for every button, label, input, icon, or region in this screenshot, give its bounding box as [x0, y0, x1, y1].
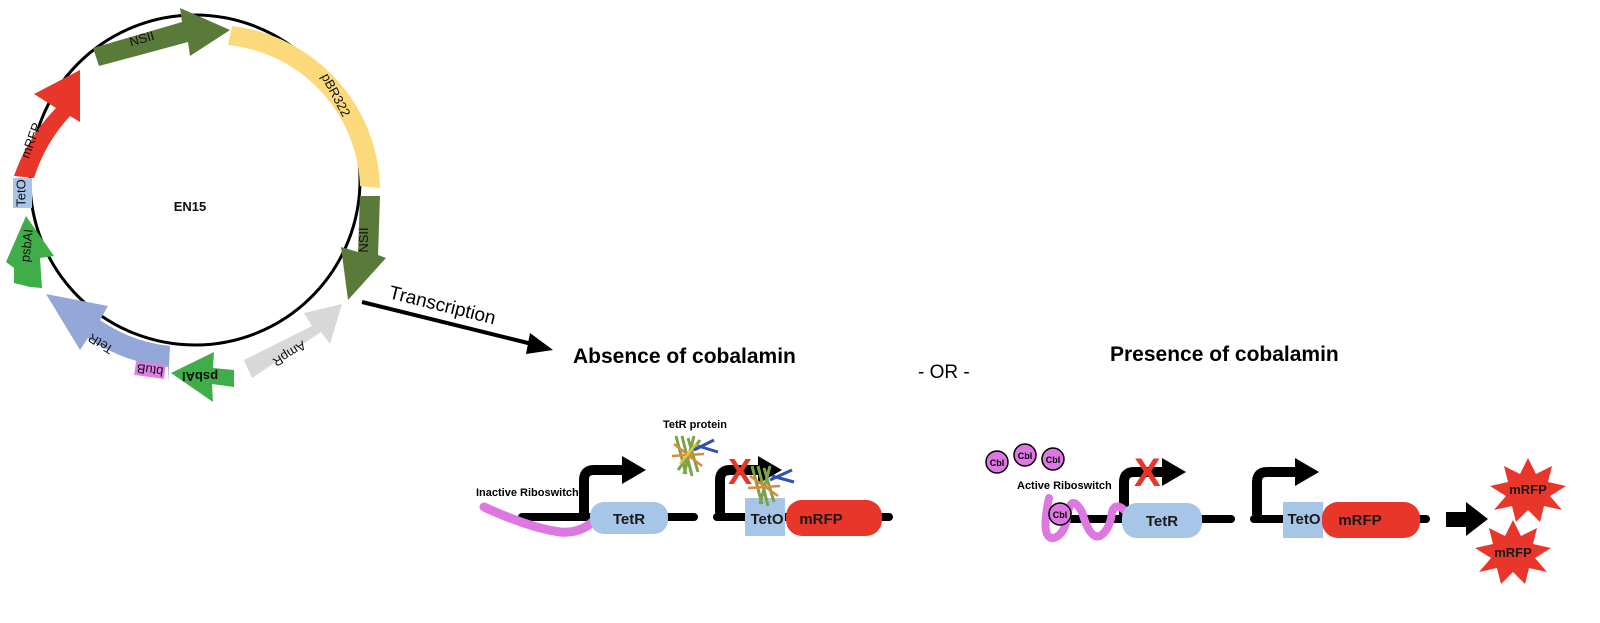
- presence-tetr-label: TetR: [1146, 513, 1178, 530]
- transcription-arrow-shaft: [361, 300, 537, 347]
- mrfp-output-label-1: mRFP: [1509, 482, 1547, 497]
- presence-mrfp-label: mRFP: [1338, 512, 1381, 529]
- or-separator: - OR -: [918, 362, 970, 383]
- cbl-label-1: Cbl: [990, 458, 1005, 468]
- mrfp-segment: [14, 70, 80, 178]
- presence-promoter-arrow-1: [1119, 467, 1166, 515]
- nsii-top-label: NSII: [128, 28, 156, 49]
- transcription-arrow-head: [526, 333, 553, 354]
- nsii-right-label: NSII: [356, 227, 371, 252]
- absence-promoter-arrow-2: [715, 465, 762, 513]
- absence-title: Absence of cobalamin: [573, 345, 796, 368]
- btub-label: btuB: [136, 361, 165, 380]
- absence-tetr-block: [590, 502, 668, 534]
- psbai-bottom-segment: [171, 352, 234, 402]
- absence-promoter-arrow-1: [579, 465, 626, 513]
- absence-protein-label: TetR protein: [663, 419, 727, 431]
- absence-tetr-label: TetR: [613, 511, 645, 528]
- bound-tetr-protein-icon: [747, 465, 795, 507]
- absence-panel: TetR protein X Inactive Riboswitch TetR …: [476, 419, 893, 537]
- pbr322-segment: [228, 26, 380, 188]
- cbl-molecule-1: Cbl: [985, 450, 1009, 474]
- cbl-label-2: Cbl: [1018, 451, 1033, 461]
- teto-segment-label: TetO: [13, 179, 28, 206]
- mrfp-output-label-2: mRFP: [1494, 545, 1532, 560]
- presence-mrfp-block: [1322, 502, 1420, 538]
- nsii-top-segment: [93, 8, 230, 66]
- absence-mrfp-block: [786, 500, 882, 536]
- mrfp-output-star-2: mRFP: [1475, 520, 1551, 584]
- presence-promoter-arrow-2: [1252, 467, 1299, 515]
- absence-block-mark: X: [728, 451, 752, 492]
- plasmid-name: EN15: [174, 199, 207, 214]
- btub-segment: [134, 360, 166, 380]
- nsii-right-segment: [341, 196, 386, 300]
- presence-block-mark: X: [1134, 451, 1161, 495]
- absence-mrfp-label: mRFP: [799, 511, 842, 528]
- mrfp-output-star-1: mRFP: [1490, 458, 1566, 522]
- bound-cbl-label: Cbl: [1053, 510, 1068, 520]
- absence-promoter-arrowhead-1: [622, 456, 646, 484]
- absence-teto-block: [745, 498, 785, 536]
- presence-panel: Cbl Cbl Cbl Active Riboswitch X Cbl TetR: [985, 443, 1566, 584]
- teto-segment: [13, 178, 32, 208]
- presence-tetr-block: [1122, 503, 1202, 538]
- cbl-molecule-3: Cbl: [1041, 447, 1065, 471]
- psbai-bottom-label: psbAI: [182, 369, 218, 384]
- inactive-riboswitch: [479, 502, 603, 537]
- transcription-arrow: Transcription: [361, 282, 553, 354]
- psbai-left-label: psbAI: [17, 228, 35, 263]
- presence-teto-block: [1283, 502, 1323, 538]
- cbl-molecule-2: Cbl: [1013, 443, 1037, 467]
- presence-teto-label: TetO: [1287, 511, 1320, 528]
- presence-promoter-arrowhead-1: [1162, 458, 1186, 486]
- bound-cbl-molecule: Cbl: [1048, 502, 1072, 526]
- presence-title: Presence of cobalamin: [1110, 343, 1339, 366]
- inactive-riboswitch-label: Inactive Riboswitch: [476, 487, 579, 499]
- tetr-protein-icon: [671, 435, 719, 477]
- active-riboswitch-label: Active Riboswitch: [1017, 480, 1112, 492]
- ampr-segment: [244, 304, 342, 378]
- plasmid-map: NSII pBR322 NSII AmpR psbAI TetR btuB ps…: [6, 8, 386, 402]
- presence-promoter-arrowhead-2: [1295, 458, 1319, 486]
- active-riboswitch: [1041, 494, 1132, 542]
- cbl-label-3: Cbl: [1046, 455, 1061, 465]
- expression-arrow: [1446, 502, 1488, 536]
- absence-teto-label: TetO: [750, 511, 783, 528]
- psbai-left-segment: [6, 216, 54, 288]
